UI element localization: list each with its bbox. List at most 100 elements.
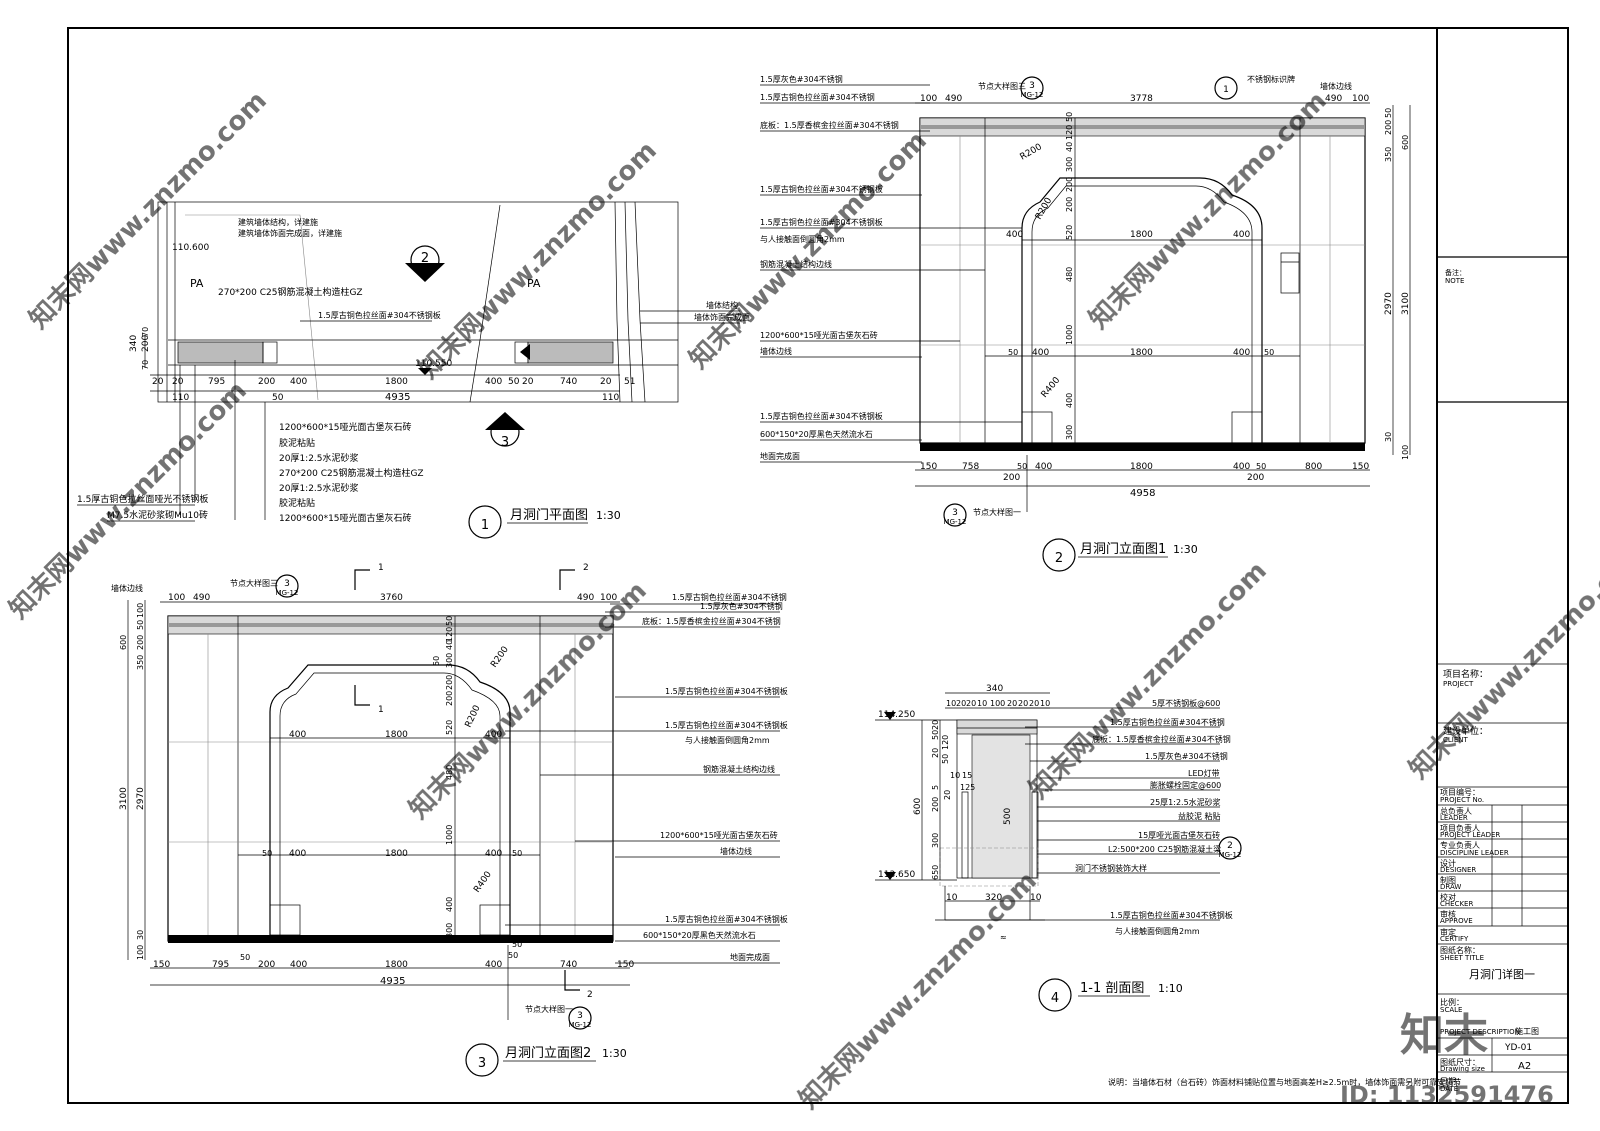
elev2-t3: 490 bbox=[577, 593, 594, 603]
elev1-title: 月洞门立面图1 bbox=[1080, 542, 1166, 557]
elev2-l4: 350 bbox=[136, 655, 145, 670]
section-label-3: 1.5厚灰色#304不锈钢 bbox=[1145, 751, 1228, 761]
elev1-callout-top: 节点大样图三 bbox=[978, 81, 1026, 91]
elev2-b2: 200 bbox=[258, 960, 275, 970]
elev2-l1: 50 bbox=[136, 620, 145, 630]
section-label-1: 1.5厚古铜色拉丝面#304不锈钢 bbox=[1110, 717, 1225, 727]
tb-row-project-leader-en: PROJECT LEADER bbox=[1440, 831, 1500, 839]
plan-zone-left: PA bbox=[190, 277, 204, 290]
tb-note-cn: 备注： bbox=[1445, 268, 1466, 277]
elev1-dim-v10: 300 bbox=[1065, 425, 1074, 440]
elev1-dim-t2: 3778 bbox=[1130, 94, 1153, 104]
elev2-label-6: 钢筋混凝土结构边线 bbox=[703, 764, 775, 774]
tb-client-en: CLIENT bbox=[1443, 736, 1469, 744]
section-dl-9: 20 bbox=[943, 790, 952, 800]
elev2-scale: 1:30 bbox=[602, 1047, 627, 1060]
section-elev-bottom: 113.650 bbox=[878, 870, 915, 880]
elev1-c1: 200 bbox=[1247, 473, 1264, 483]
elev1-b4: 1800 bbox=[1130, 462, 1153, 472]
elev2-v8: 480 bbox=[445, 765, 454, 780]
section-dl-13: 650 bbox=[931, 865, 940, 880]
elev1-callout-bottom-num: 3 bbox=[952, 508, 958, 518]
section-dl-4: 50 bbox=[941, 754, 950, 764]
plan-layer-6: 1200*600*15哑光面古堡灰石砖 bbox=[279, 512, 412, 524]
elev2-radius-1: R200 bbox=[464, 704, 483, 730]
section-dl-8: 5 bbox=[931, 785, 940, 790]
plan-elev-top: 110.600 bbox=[172, 243, 209, 253]
elev1-wall-line: 墙体边线 bbox=[1320, 81, 1352, 91]
watermark-site-6: 知末网www.znzmo.com bbox=[1024, 556, 1273, 805]
tb-size-cn: 图纸尺寸： bbox=[1440, 1057, 1480, 1067]
section-dt2-5: 20 bbox=[1007, 699, 1017, 708]
elev2-t4: 100 bbox=[600, 593, 617, 603]
elev1-b8: 150 bbox=[1352, 462, 1369, 472]
elev2-callout-bottom-num: 3 bbox=[577, 1011, 583, 1021]
elev2-l2: 200 bbox=[136, 635, 145, 650]
plan-dim-total: 4935 bbox=[385, 392, 410, 403]
elev2-callout-bottom-sheet: MG-12 bbox=[569, 1021, 592, 1029]
section-label-4: LED灯带 bbox=[1188, 768, 1220, 778]
elev2-v10: 400 bbox=[445, 897, 454, 912]
elev2-b8: 150 bbox=[617, 960, 634, 970]
elev2-v2: 40 bbox=[445, 640, 454, 650]
elev1-r6: 30 bbox=[1384, 432, 1393, 442]
plan-dim-b8: 20 bbox=[522, 377, 534, 387]
elev2-v1: 120 bbox=[445, 627, 454, 642]
section-dl-12: 300 bbox=[931, 833, 940, 848]
tb-row-project-leader: 项目负责人 bbox=[1440, 823, 1480, 833]
section-dl-2: 120 bbox=[941, 735, 950, 750]
elev1-row-1800: 1800 bbox=[1130, 230, 1153, 240]
plan-note-wall: 建筑墙体结构，详建施 bbox=[238, 217, 318, 227]
elev2-b1: 795 bbox=[212, 960, 229, 970]
elev2-l3: 600 bbox=[119, 635, 128, 650]
elev1-dim-t0: 100 bbox=[920, 94, 937, 104]
elev2-c1: 50 bbox=[512, 940, 522, 949]
title-block: 备注： NOTE 项目名称： PROJECT 建设单位： CLIENT 项目编号… bbox=[1440, 268, 1539, 1093]
plan-note-plate2: 1.5厚古铜色拉丝面哑光不锈钢板 bbox=[77, 493, 208, 505]
elev1-radius-2: R400 bbox=[1040, 375, 1063, 400]
plan-dim-b4: 400 bbox=[290, 377, 307, 387]
tb-desc-value: 施工图 bbox=[1515, 1026, 1539, 1036]
tb-row-certify-en: CERTIFY bbox=[1440, 935, 1469, 943]
tb-row-certify: 审定 bbox=[1440, 927, 1456, 937]
section-callout-sheet: MG-12 bbox=[1219, 851, 1242, 859]
elev2-v11: 300 bbox=[445, 923, 454, 938]
elev1-row2-1: 400 bbox=[1032, 348, 1049, 358]
section-dl-5: 10 bbox=[950, 771, 960, 780]
elev1-dim-v2: 40 bbox=[1065, 142, 1074, 152]
tb-row-discipline: 专业负责人 bbox=[1440, 840, 1480, 850]
elev2-row2-4: 50 bbox=[512, 849, 522, 858]
elev2-label-10: 600*150*20厚黑色天然流水石 bbox=[643, 930, 756, 940]
plan-elev-floor: 110.550 bbox=[415, 359, 452, 369]
elev1-title-num: 2 bbox=[1055, 551, 1063, 566]
elev2-t1: 490 bbox=[193, 593, 210, 603]
elev2-cut-3: 2 bbox=[587, 990, 593, 1000]
elev1-radius-1: R200 bbox=[1034, 196, 1055, 222]
elev1-label-2: 底板：1.5厚香槟金拉丝面#304不锈钢 bbox=[760, 120, 899, 130]
watermark-brand: 知末 bbox=[1400, 1010, 1488, 1061]
elev2-v5: 200 bbox=[445, 691, 454, 706]
section-label-12: 与人接触面倒圆角2mm bbox=[1115, 926, 1200, 936]
tb-scale-en: SCALE bbox=[1440, 1006, 1462, 1014]
section-label-2: 底板：1.5厚香槟金拉丝面#304不锈钢 bbox=[1092, 734, 1231, 744]
elev2-cut-0: 1 bbox=[378, 563, 384, 573]
elev2-t0: 100 bbox=[168, 593, 185, 603]
elev2-row2-1: 400 bbox=[289, 849, 306, 859]
elev1-row-400b: 400 bbox=[1233, 230, 1250, 240]
elev1-dim-v6: 520 bbox=[1065, 225, 1074, 240]
plan-dim-b3: 200 bbox=[258, 377, 275, 387]
tb-row-checker-en: CHECKER bbox=[1440, 900, 1473, 908]
section-dt2-1: 20 bbox=[956, 699, 966, 708]
elev1-b1: 758 bbox=[962, 462, 979, 472]
plan-note-face: 墙体饰面完成面 bbox=[694, 312, 750, 322]
plan-dim-b6: 400 bbox=[485, 377, 502, 387]
plan-layer-5: 胶泥粘贴 bbox=[279, 497, 315, 509]
section-dl-1: 50 bbox=[931, 730, 940, 740]
elev2-label-7: 1200*600*15哑光面古堡灰石砖 bbox=[660, 830, 778, 840]
elev2-v6: 50 bbox=[432, 656, 441, 666]
section-label-11: 1.5厚古铜色拉丝面#304不锈钢板 bbox=[1110, 910, 1233, 920]
section-dt2-0: 10 bbox=[946, 699, 956, 708]
section-label-7: 益胶泥 粘贴 bbox=[1178, 811, 1221, 821]
elev1-b3: 400 bbox=[1035, 462, 1052, 472]
section-dt2-6: 20 bbox=[1018, 699, 1028, 708]
